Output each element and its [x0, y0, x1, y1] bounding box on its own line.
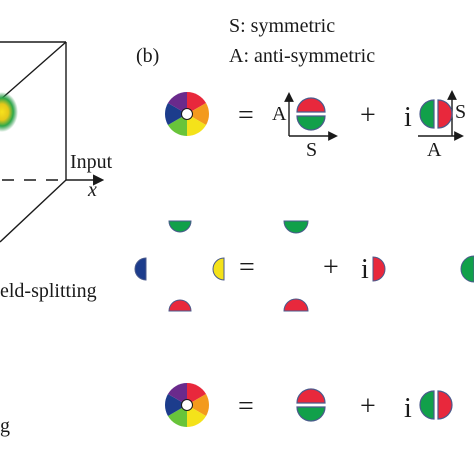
row2-imaginary-unit: i — [361, 254, 369, 285]
panel-b-label: (b) — [136, 45, 159, 67]
green-left-half-mode — [419, 99, 435, 129]
blue-left-quarter — [134, 257, 147, 281]
green-beam-spot — [0, 92, 18, 132]
row2-equals: = — [239, 252, 255, 283]
red-top-half-mode — [296, 97, 326, 113]
input-label: Input — [70, 151, 113, 173]
row3-equals: = — [238, 391, 254, 422]
legend-symmetric: S: symmetric — [229, 15, 335, 37]
color-wheel-vortex — [165, 92, 209, 136]
row1-term1: A S — [272, 92, 338, 161]
x-axis-label: x — [87, 179, 97, 201]
row-3: = + i — [165, 383, 453, 427]
row3-plus: + — [360, 391, 376, 422]
row1-imaginary-unit: i — [404, 102, 412, 133]
caption-fragment-2: g — [0, 415, 10, 437]
red-top-half-mode — [296, 388, 326, 404]
red-bottom-quarter — [168, 299, 192, 312]
green-left-half-cap — [460, 255, 474, 283]
row3-imaginary-unit: i — [404, 393, 412, 424]
red-right-half-cap — [372, 256, 386, 282]
red-right-half-mode — [437, 99, 453, 129]
row1-vortex-beam — [165, 92, 209, 136]
color-wheel-vortex — [165, 383, 209, 427]
row1-plus: + — [360, 100, 376, 131]
green-top-quarter — [168, 220, 192, 233]
green-left-half-mode — [419, 390, 435, 420]
green-bottom-half-mode — [296, 115, 326, 131]
row1-equals: = — [238, 100, 254, 131]
term1-left-axis-label: A — [272, 103, 287, 125]
term2-right-axis-label: S — [455, 101, 466, 123]
row-1: = A S + i S A — [165, 90, 466, 161]
term2-bottom-axis-label: A — [427, 139, 442, 161]
row1-term2: S A — [418, 90, 466, 161]
box-diagonal-top — [0, 41, 67, 101]
legend-anti-symmetric: A: anti-symmetric — [229, 45, 375, 67]
caption-fragment-1: eld-splitting — [0, 280, 97, 302]
term1-bottom-axis-label: S — [306, 139, 317, 161]
green-top-half-cap — [283, 220, 309, 234]
red-right-half-mode — [437, 390, 453, 420]
row-2: = + i — [134, 220, 474, 312]
row3-vortex-beam — [165, 383, 209, 427]
panel-a-fragment: Input x eld-splitting g — [0, 41, 113, 437]
green-bottom-half-mode — [296, 406, 326, 422]
box-diagonal-bottom — [0, 179, 67, 243]
yellow-right-quarter — [212, 257, 225, 281]
red-bottom-half-cap — [283, 298, 309, 312]
row2-plus: + — [323, 252, 339, 283]
